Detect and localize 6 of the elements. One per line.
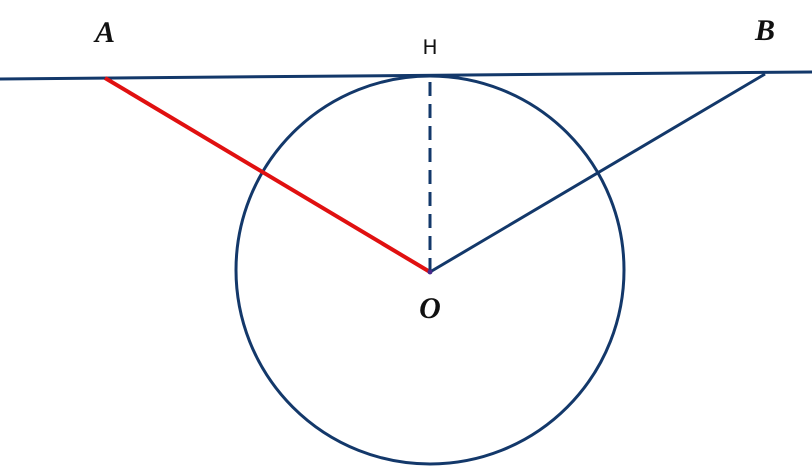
point-label: O [413, 270, 447, 324]
point-label: B [748, 16, 782, 76]
point-label: A [88, 18, 122, 80]
line-segment [104, 76, 432, 274]
line-segment [429, 72, 766, 274]
point-label: H [414, 32, 446, 78]
